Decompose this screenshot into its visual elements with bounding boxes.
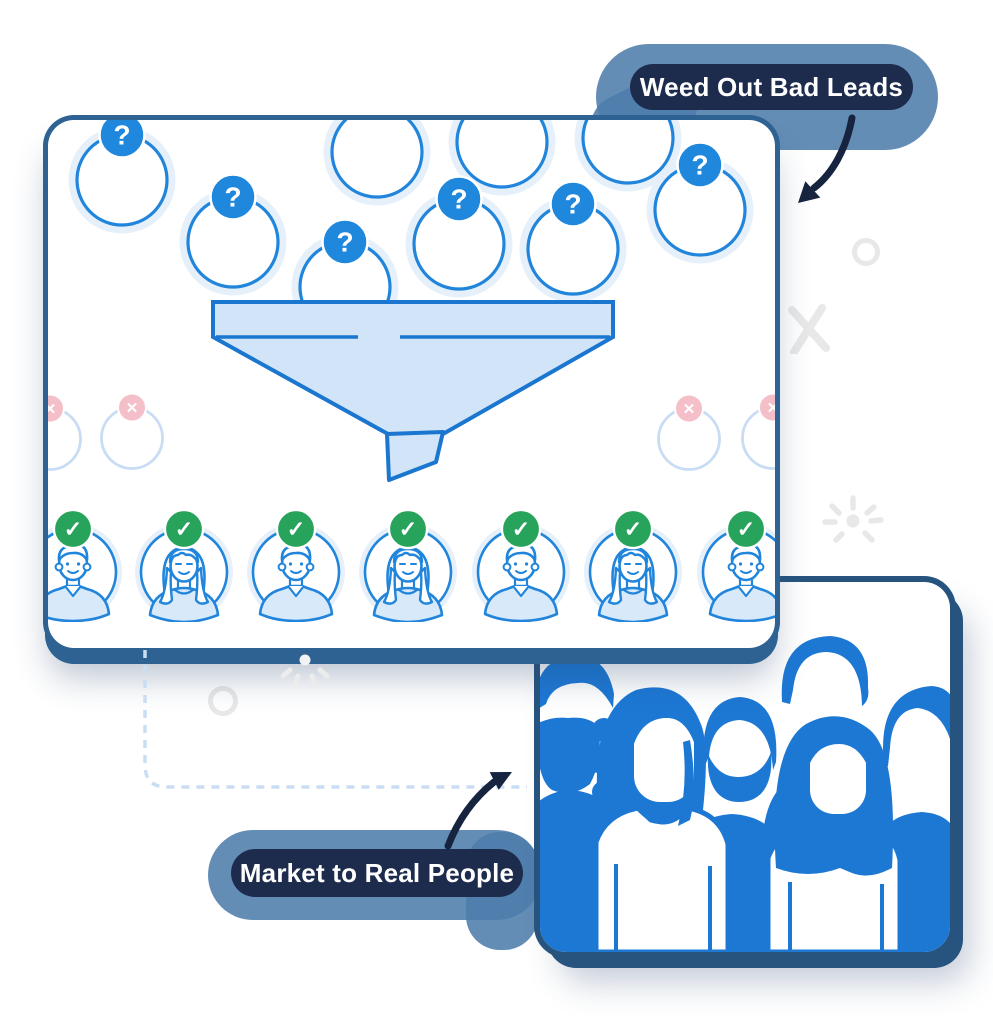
crowd-card — [540, 582, 950, 952]
check-badge-icon — [52, 508, 94, 550]
check-badge-icon — [500, 508, 542, 550]
funnel-card — [48, 120, 775, 648]
weed-out-bad-leads-callout: Weed Out Bad Leads — [630, 64, 913, 110]
funnel-illustration — [48, 120, 775, 648]
arrow-up-right-icon — [444, 772, 512, 850]
burst-decoration-icon — [822, 495, 884, 543]
check-badge-icon — [725, 508, 767, 550]
question-lead — [523, 182, 623, 300]
dashed-connector — [143, 650, 527, 789]
circle-decoration-icon — [208, 686, 238, 716]
half-burst-decoration-icon — [280, 654, 330, 688]
arrow-down-left-icon — [798, 114, 856, 203]
check-badge-icon — [387, 508, 429, 550]
x-decoration-icon — [788, 304, 830, 354]
lead-circle — [327, 120, 427, 202]
rejected-lead — [48, 393, 82, 471]
check-badge-icon — [275, 508, 317, 550]
rejected-lead — [100, 392, 164, 470]
question-lead — [183, 175, 283, 293]
crowd-person-bob-woman — [765, 716, 903, 952]
circle-decoration-icon — [852, 238, 880, 266]
crowd-person-wavy-woman — [587, 687, 731, 952]
funnel-icon — [211, 300, 615, 482]
check-badge-icon — [163, 508, 205, 550]
market-to-real-people-callout: Market to Real People — [231, 849, 523, 897]
crowd-illustration — [540, 636, 950, 952]
check-badge-icon — [612, 508, 654, 550]
question-lead — [72, 120, 172, 230]
rejected-lead — [741, 392, 775, 470]
rejected-lead — [657, 393, 721, 471]
market-to-real-people-label: Market to Real People — [239, 857, 515, 888]
weed-out-bad-leads-label: Weed Out Bad Leads — [639, 71, 904, 102]
